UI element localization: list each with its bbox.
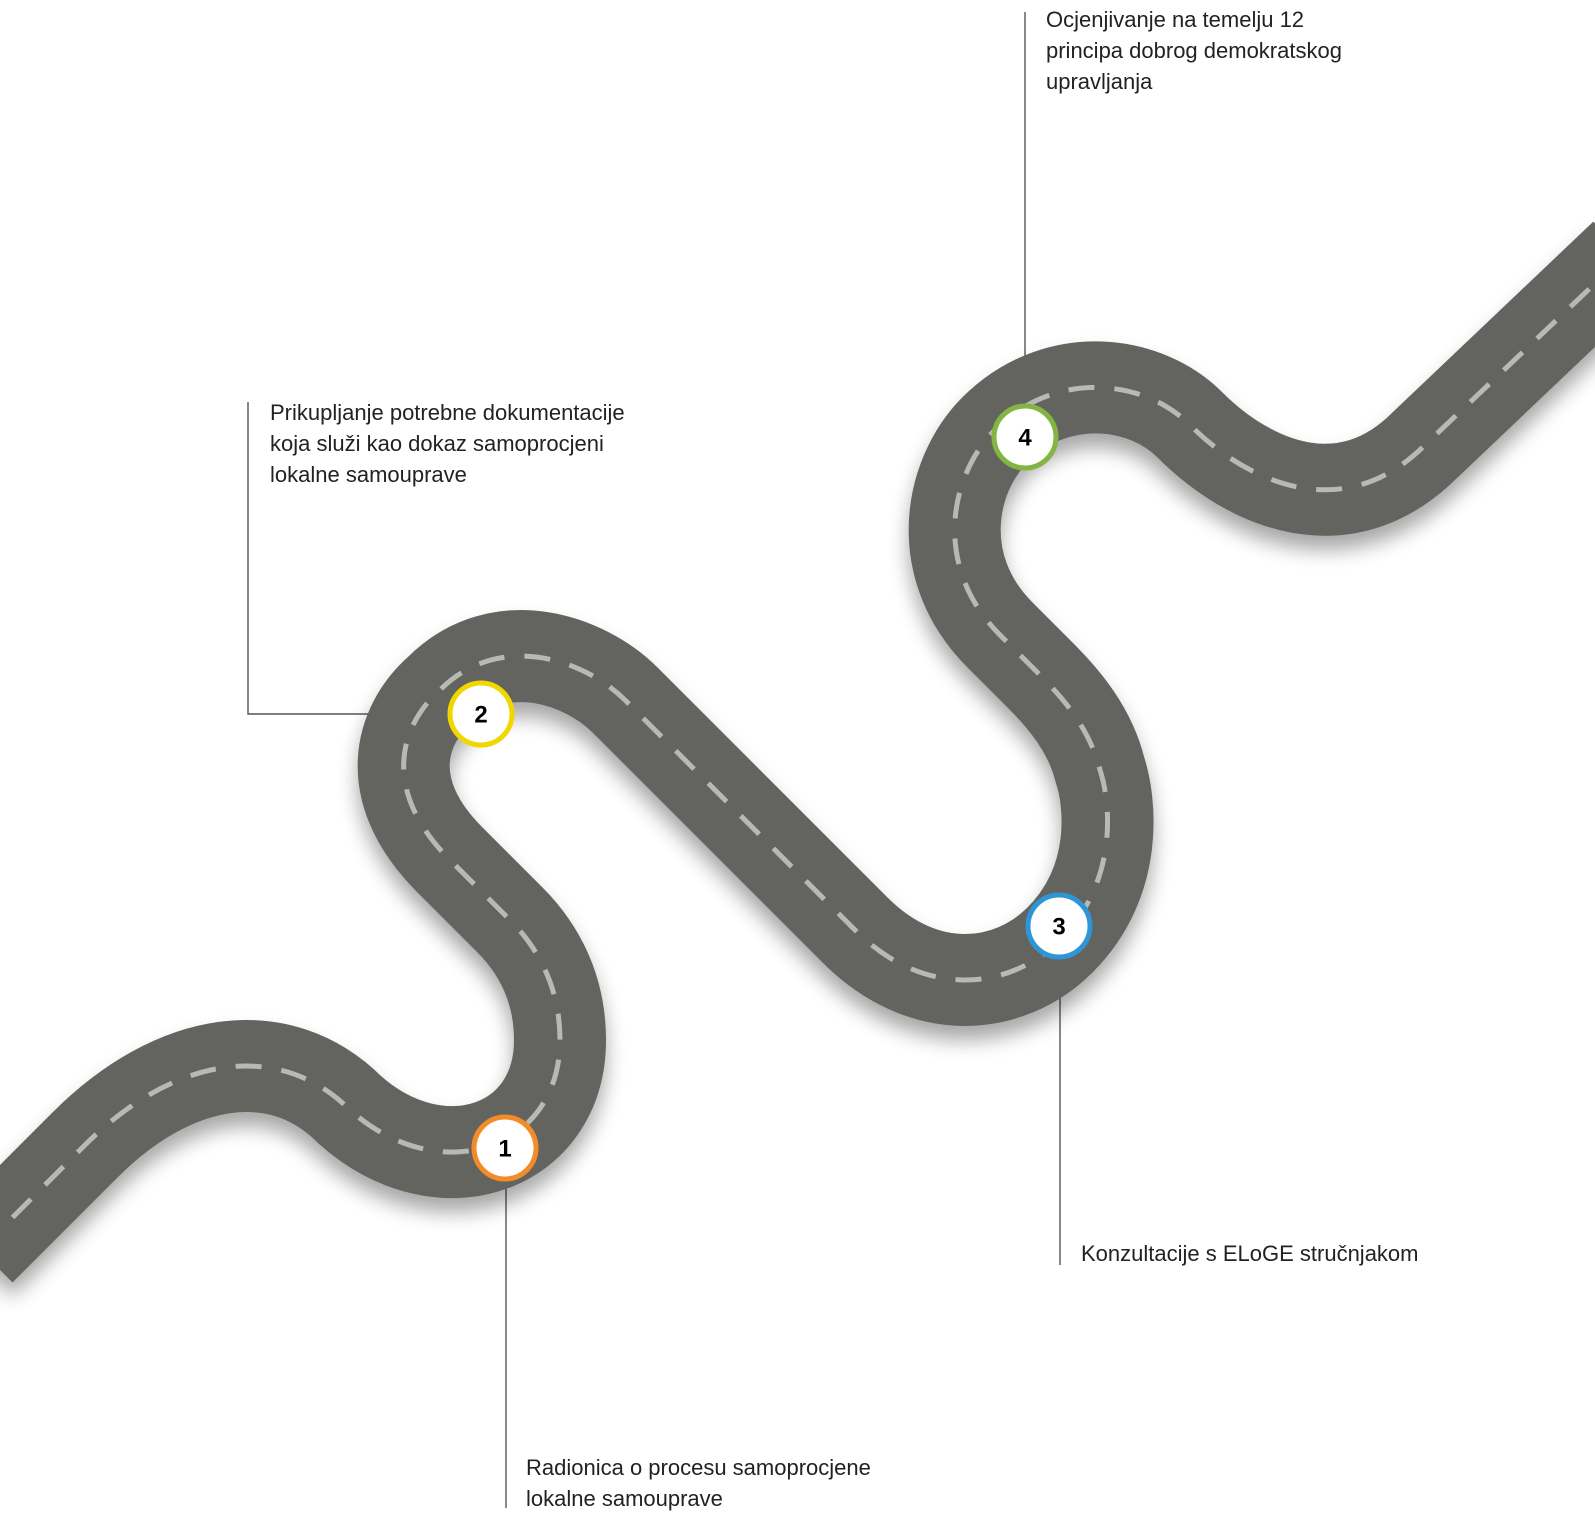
step-2-line-3: lokalne samouprave [270, 459, 625, 490]
step-3-line-1: Konzultacije s ELoGE stručnjakom [1081, 1238, 1419, 1269]
step-2-number: 2 [474, 702, 487, 729]
road-body [0, 255, 1595, 1250]
road [0, 255, 1595, 1250]
step-3-description: Konzultacije s ELoGE stručnjakom [1081, 1238, 1419, 1269]
step-2-line-1: Prikupljanje potrebne dokumentacije [270, 397, 625, 428]
step-1-marker: 1 [474, 1117, 536, 1179]
step-2-description: Prikupljanje potrebne dokumentacije koja… [270, 397, 625, 490]
step-3-number: 3 [1052, 914, 1065, 941]
step-4-line-1: Ocjenjivanje na temelju 12 [1046, 4, 1342, 35]
step-4-description: Ocjenjivanje na temelju 12 principa dobr… [1046, 4, 1342, 97]
step-1-line-1: Radionica o procesu samoprocjene [526, 1452, 871, 1483]
step-3-marker: 3 [1028, 895, 1090, 957]
step-4-line-2: principa dobrog demokratskog [1046, 35, 1342, 66]
step-2-marker: 2 [450, 683, 512, 745]
step-1-line-2: lokalne samouprave [526, 1483, 871, 1514]
step-4-marker: 4 [994, 406, 1056, 468]
step-2-line-2: koja služi kao dokaz samoprocjeni [270, 428, 625, 459]
step-1-description: Radionica o procesu samoprocjene lokalne… [526, 1452, 871, 1514]
step-1-number: 1 [498, 1136, 511, 1163]
step-4-line-3: upravljanja [1046, 66, 1342, 97]
step-4-number: 4 [1018, 425, 1032, 452]
